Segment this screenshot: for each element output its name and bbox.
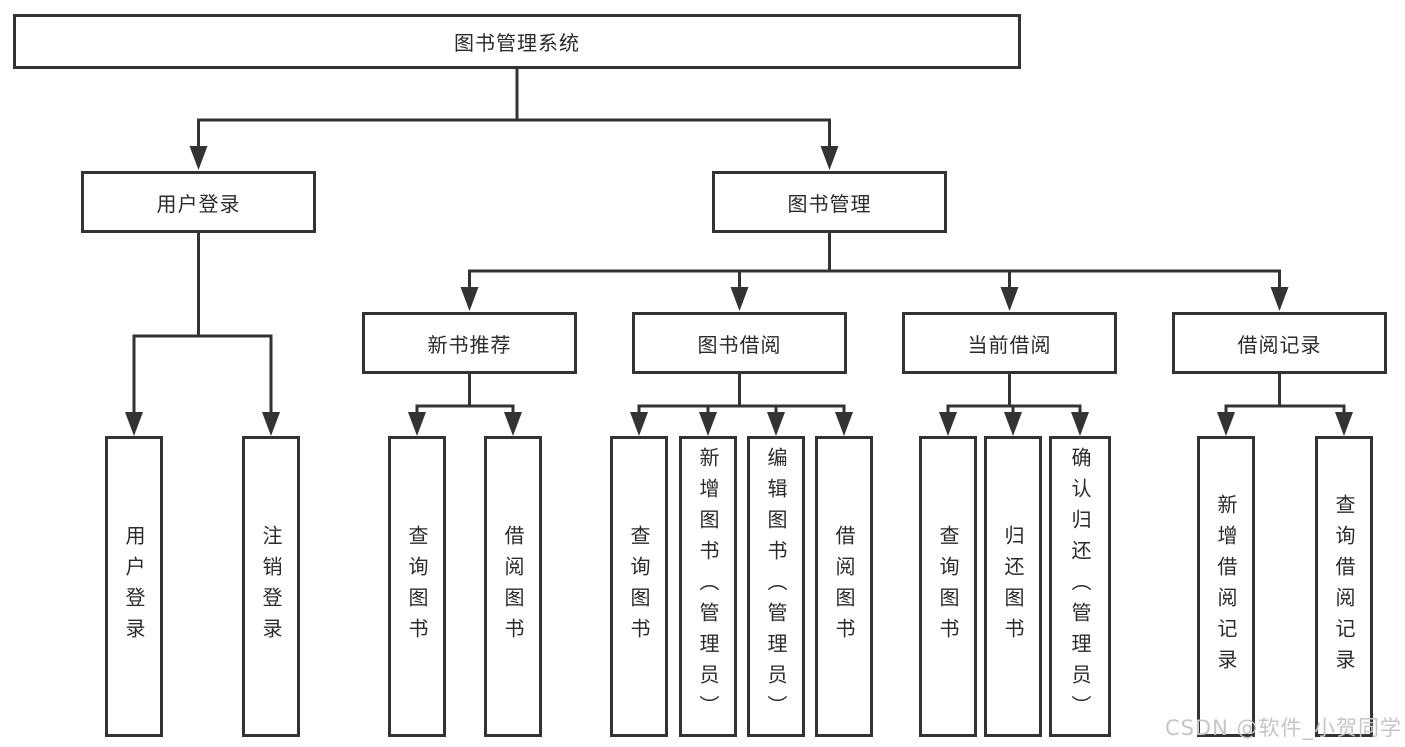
node-book-borrowing: 图书借阅 (632, 312, 847, 374)
node-label: 用户登录 (122, 524, 146, 649)
node-book-management: 图书管理 (712, 171, 947, 233)
node-label: 当前借阅 (967, 332, 1052, 357)
node-query-books-current: 查询图书 (919, 436, 977, 737)
node-label: 新增借阅记录 (1214, 493, 1238, 680)
node-label: 借阅图书 (832, 524, 856, 649)
node-logout-leaf: 注销登录 (242, 436, 300, 737)
node-add-borrow-record: 新增借阅记录 (1197, 436, 1255, 737)
node-label: 图书借阅 (697, 332, 782, 357)
node-label: 查询图书 (405, 524, 429, 649)
node-label: 查询借阅记录 (1332, 493, 1356, 680)
node-query-books-recommend: 查询图书 (388, 436, 446, 737)
node-query-books-borrowing: 查询图书 (610, 436, 668, 737)
node-label: 用户登录 (156, 191, 241, 216)
csdn-watermark: CSDN @软件_小贺同学 (1164, 716, 1402, 740)
node-user-login: 用户登录 (81, 171, 316, 233)
node-label: 图书管理 (787, 191, 872, 216)
node-edit-books-admin: 编辑图书（管理员） (747, 436, 805, 737)
node-user-login-leaf: 用户登录 (105, 436, 163, 737)
node-label: 编辑图书（管理员） (764, 447, 788, 726)
node-label: 注销登录 (259, 524, 283, 649)
node-confirm-return-admin: 确认归还（管理员） (1049, 436, 1111, 737)
node-label: 借阅记录 (1237, 332, 1322, 357)
node-new-book-recommend: 新书推荐 (362, 312, 577, 374)
node-borrow-books-recommend: 借阅图书 (484, 436, 542, 737)
node-label: 查询图书 (627, 524, 651, 649)
node-library-management-system: 图书管理系统 (13, 14, 1021, 69)
node-borrowing-records: 借阅记录 (1172, 312, 1387, 374)
node-label: 查询图书 (936, 524, 960, 649)
node-label: 新书推荐 (427, 332, 512, 357)
node-current-borrowing: 当前借阅 (902, 312, 1117, 374)
node-borrow-books-borrowing: 借阅图书 (815, 436, 873, 737)
node-label: 确认归还（管理员） (1068, 447, 1092, 726)
node-query-borrow-record: 查询借阅记录 (1315, 436, 1373, 737)
node-label: 归还图书 (1001, 524, 1025, 649)
node-label: 借阅图书 (501, 524, 525, 649)
node-label: 新增图书（管理员） (696, 447, 720, 726)
node-return-books: 归还图书 (984, 436, 1042, 737)
node-add-books-admin: 新增图书（管理员） (679, 436, 737, 737)
node-label: 图书管理系统 (454, 31, 580, 55)
